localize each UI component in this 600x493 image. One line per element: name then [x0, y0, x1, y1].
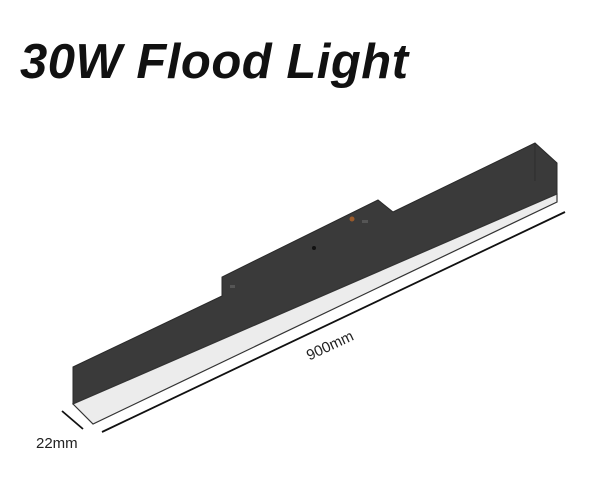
mount-screw-icon — [312, 246, 316, 250]
fixture-body — [72, 142, 558, 405]
clip-slot-icon — [230, 285, 235, 288]
width-dimension-line — [61, 410, 84, 430]
product-title: 30W Flood Light — [20, 35, 409, 89]
clip-slot-icon — [362, 220, 368, 223]
fixture-diffuser — [71, 193, 558, 425]
flood-light-fixture — [71, 142, 558, 425]
width-label: 22mm — [36, 435, 78, 452]
length-dimension-line — [101, 211, 566, 433]
connector-pin-icon — [349, 216, 355, 222]
